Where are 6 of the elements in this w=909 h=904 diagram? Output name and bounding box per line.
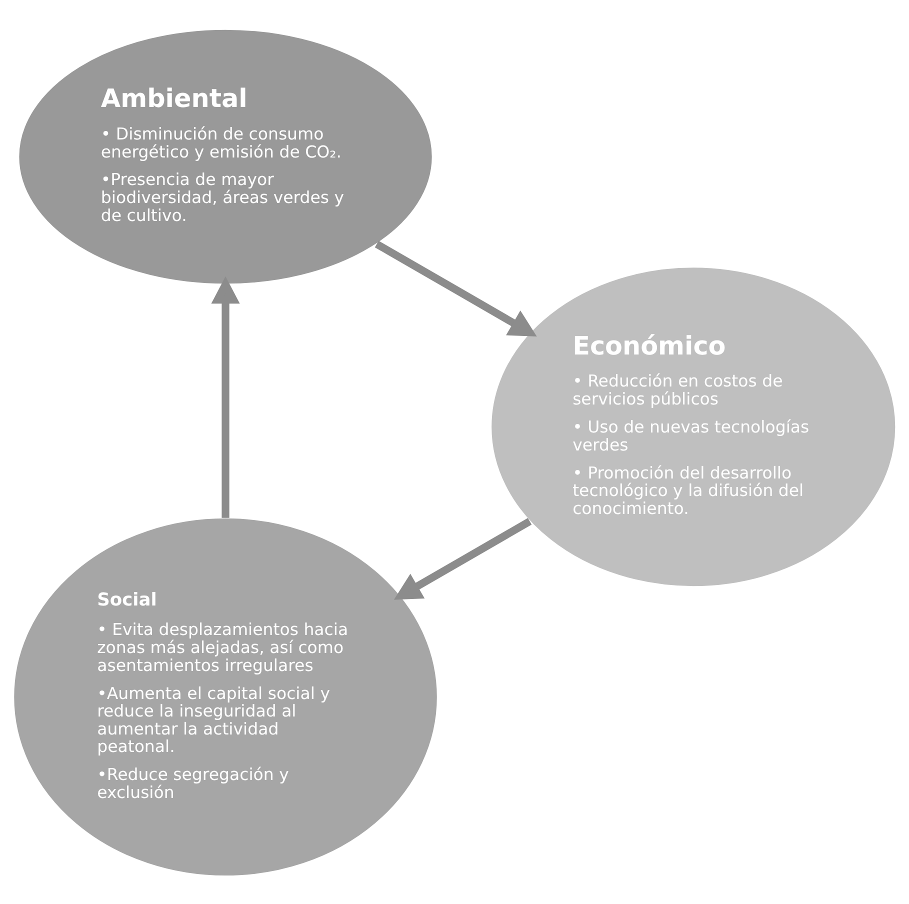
- arrow: [374, 240, 537, 336]
- node-ellipse: Ambiental • Disminución de consumo energético y emisión de CO₂. •Presencia de mayor biodiversidad, áreas verdes y de cultivo.: [18, 28, 434, 284]
- node-ellipse: Social • Evita desplazamientos hacia zonas más alejadas, así como asentamientos irregulares •Aumenta el capital social y reduce la inseguridad al aumentar la actividad peatonal. •Reduce segregación y exclusión: [12, 516, 438, 876]
- arrow: [394, 518, 532, 600]
- node-ellipse: Económico • Reducción en costos de servicios públicos • Uso de nuevas tecnologías verdes • Promoción del desarrollo tecnológico y la difusión del conocimiento.: [490, 266, 896, 587]
- arrow: [211, 276, 240, 518]
